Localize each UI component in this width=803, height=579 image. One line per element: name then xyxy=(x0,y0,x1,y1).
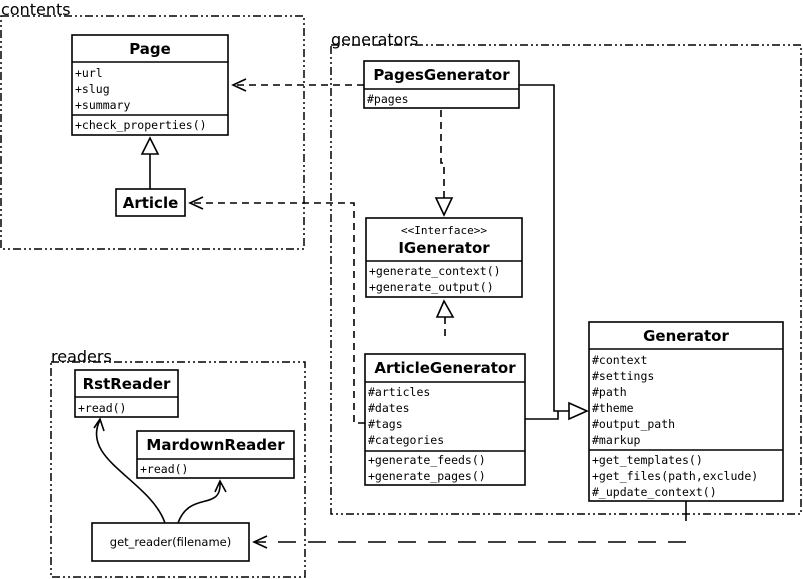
method: +get_templates() xyxy=(592,453,703,467)
package-contents: contents xyxy=(0,0,305,250)
class-frame xyxy=(588,321,784,502)
class-frame xyxy=(364,353,526,486)
attribute: #markup xyxy=(592,433,641,447)
attribute: +summary xyxy=(75,98,130,112)
method: +read() xyxy=(140,462,188,476)
class-name: Page xyxy=(129,40,171,58)
open-arrow-icon xyxy=(214,479,227,493)
function-frame xyxy=(91,522,250,562)
attribute: #settings xyxy=(592,369,654,383)
package-generators: generators xyxy=(330,30,802,515)
class-name: ArticleGenerator xyxy=(374,359,516,377)
inheritance-articlegenerator-generator xyxy=(525,411,559,420)
package-label: readers xyxy=(51,347,112,366)
class-article-generator[interactable]: ArticleGenerator #articles #dates #tags … xyxy=(364,353,526,486)
method: +generate_feeds() xyxy=(368,453,486,467)
package-label: generators xyxy=(331,30,418,49)
inheritance-triangle-icon xyxy=(568,401,589,421)
class-name: MardownReader xyxy=(146,436,285,454)
function-get-reader[interactable]: get_reader(filename) xyxy=(91,522,250,562)
realization-pagesgenerator-igenerator xyxy=(440,110,445,198)
class-frame xyxy=(74,369,179,418)
class-page[interactable]: Page +url +slug +summary +check_properti… xyxy=(71,34,229,136)
function-name: get_reader(filename) xyxy=(110,535,231,549)
class-name: PagesGenerator xyxy=(373,66,510,84)
attribute: #pages xyxy=(367,92,409,106)
package-label: contents xyxy=(1,0,71,19)
attribute: #articles xyxy=(368,385,430,399)
dependency-getreader-mardownreader xyxy=(177,481,221,524)
class-pages-generator[interactable]: PagesGenerator #pages xyxy=(363,60,520,109)
open-arrow-icon xyxy=(252,535,268,549)
attribute: #dates xyxy=(368,401,410,415)
package-readers: readers xyxy=(50,347,306,578)
class-frame xyxy=(115,188,186,217)
class-name: RstReader xyxy=(83,375,171,393)
method: +get_files(path,exclude) xyxy=(592,469,758,483)
attribute: +slug xyxy=(75,82,110,96)
realization-triangle-icon xyxy=(434,197,454,217)
open-arrow-icon xyxy=(93,417,105,432)
class-frame xyxy=(136,430,295,479)
attribute: +url xyxy=(75,66,103,80)
class-rst-reader[interactable]: RstReader +read() xyxy=(74,369,179,418)
class-name: Article xyxy=(123,194,179,212)
inheritance-triangle-icon xyxy=(140,136,160,155)
attribute: #path xyxy=(592,385,627,399)
attribute: #theme xyxy=(592,401,634,415)
dependency-articlegenerator-article xyxy=(191,202,365,424)
class-frame xyxy=(365,217,523,298)
class-frame xyxy=(71,34,229,136)
class-name: Generator xyxy=(643,327,729,345)
interface-igenerator[interactable]: <<Interface>> IGenerator +generate_conte… xyxy=(365,217,523,298)
open-arrow-icon xyxy=(231,78,247,92)
dependency-getreader-rstreader xyxy=(95,419,166,524)
realization-triangle-icon xyxy=(435,299,455,318)
method: +generate_context() xyxy=(369,264,501,278)
stereotype: <<Interface>> xyxy=(401,224,487,237)
attribute: #tags xyxy=(368,417,403,431)
attribute: #categories xyxy=(368,433,444,447)
class-generator[interactable]: Generator #context #settings #path #them… xyxy=(588,321,784,502)
open-arrow-icon xyxy=(188,196,204,210)
method: #_update_context() xyxy=(592,485,717,499)
method: +read() xyxy=(78,401,126,415)
attribute: #context xyxy=(592,353,647,367)
attribute: #output_path xyxy=(592,417,675,431)
class-frame xyxy=(363,60,520,109)
connectors xyxy=(93,78,687,549)
method: +generate_pages() xyxy=(368,469,486,483)
class-mardown-reader[interactable]: MardownReader +read() xyxy=(136,430,295,479)
inheritance-pagesgenerator-generator xyxy=(519,84,569,412)
method: +generate_output() xyxy=(369,280,494,294)
class-name: IGenerator xyxy=(398,239,490,257)
class-article[interactable]: Article xyxy=(115,188,186,217)
method: +check_properties() xyxy=(75,118,207,132)
